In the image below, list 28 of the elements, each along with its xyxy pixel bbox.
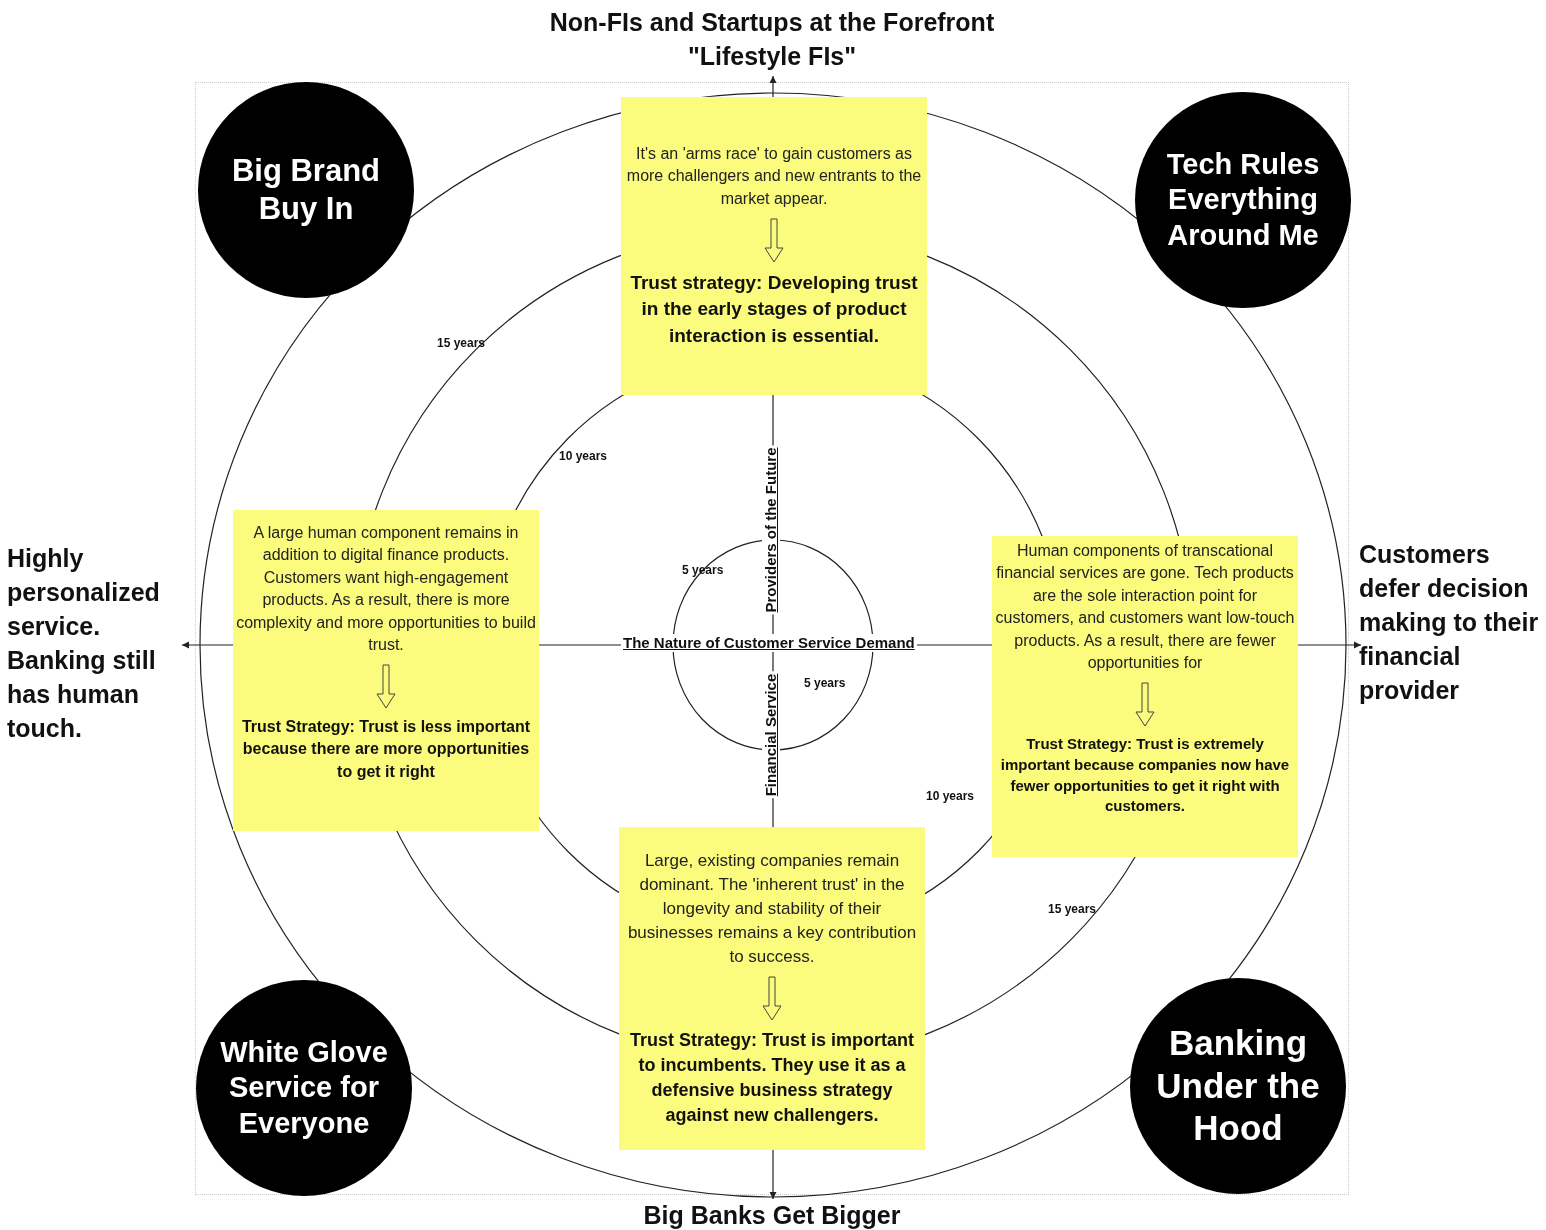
trust-strategy: Trust strategy: Developing trust in the early stages of product interaction is essential.	[629, 271, 919, 348]
year-label: 5 years	[804, 676, 847, 691]
scenario-title: Tech Rules Everything Around Me	[1165, 146, 1321, 253]
sticky-note	[233, 510, 539, 831]
axis-title: The Nature of Customer Service Demand	[621, 634, 917, 652]
trust-strategy: Trust Strategy: Trust is less important because there are more opportunities to get it right	[240, 717, 532, 782]
scenario-description: It's an 'arms race' to gain customers as more challengers and new entrants to the market appear.	[625, 144, 923, 209]
axis-label: Customers defer decision making to their financial provider	[1359, 539, 1540, 706]
scenario-description: Human components of transcational financial services are gone. Tech products are the sole interaction point for customers, and customers want low-touch products. As a result, there are fewer opportunities for	[995, 541, 1295, 673]
sticky-note	[621, 97, 927, 395]
axis-label: Highly personalized service. Banking still has human touch.	[7, 543, 161, 744]
trust-strategy: Trust Strategy: Trust is extremely important because companies now have fewer opportunities to get it right with customers.	[999, 734, 1291, 817]
year-label: 10 years	[559, 449, 609, 464]
sticky-note	[992, 536, 1298, 857]
trust-strategy: Trust Strategy: Trust is important to incumbents. They use it as a defensive business strategy against new challengers.	[628, 1029, 915, 1127]
axis-title: Providers of the Future	[762, 445, 780, 615]
scenario-description: A large human component remains in addition to digital finance products. Customers want high-engagement products. As a result, there is more complexity and more opportunities to build trust.	[236, 523, 536, 655]
axis-label: Non-FIs and Startups at the Forefront "Lifestyle FIs"	[548, 7, 996, 72]
year-label: 15 years	[437, 336, 487, 351]
scenario-title: Big Brand Buy In	[230, 152, 382, 228]
scenario-title: Banking Under the Hood	[1155, 1021, 1321, 1150]
scenario-description: Large, existing companies remain dominant. The 'inherent trust' in the longevity and stability of their businesses remains a key contribution to success.	[626, 850, 918, 968]
axis-title: Financial Service	[762, 671, 780, 799]
sticky-note	[619, 827, 925, 1150]
scenario-title: White Glove Service for Everyone	[219, 1034, 389, 1141]
year-label: 10 years	[926, 789, 976, 804]
axis-label: Big Banks Get Bigger	[642, 1200, 902, 1230]
year-label: 15 years	[1048, 902, 1098, 917]
